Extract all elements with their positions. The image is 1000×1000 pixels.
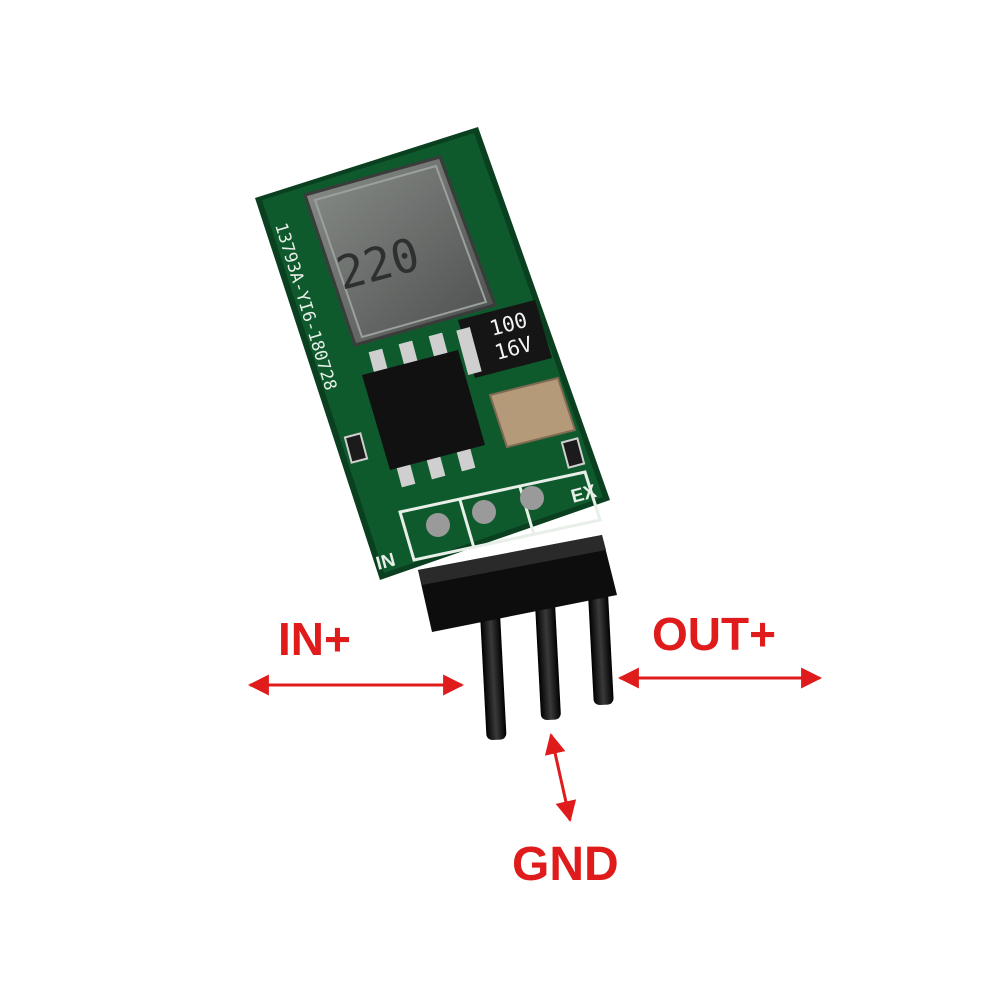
smd-resistor (343, 432, 369, 464)
header-block (418, 535, 617, 632)
silk-in: IN (374, 550, 398, 575)
solder-pad (472, 500, 496, 524)
solder-pad (426, 513, 450, 537)
gnd-arrow (544, 732, 577, 823)
solder-pad (520, 486, 544, 510)
label-in: IN+ (278, 613, 351, 665)
output-capacitor: 100 16V (456, 300, 552, 378)
smd-resistor (560, 437, 586, 469)
label-gnd: GND (512, 838, 619, 891)
ceramic-capacitor (488, 376, 577, 449)
ic-chip (362, 332, 485, 488)
label-out: OUT+ (652, 608, 776, 660)
inductor: 220 (303, 155, 497, 347)
